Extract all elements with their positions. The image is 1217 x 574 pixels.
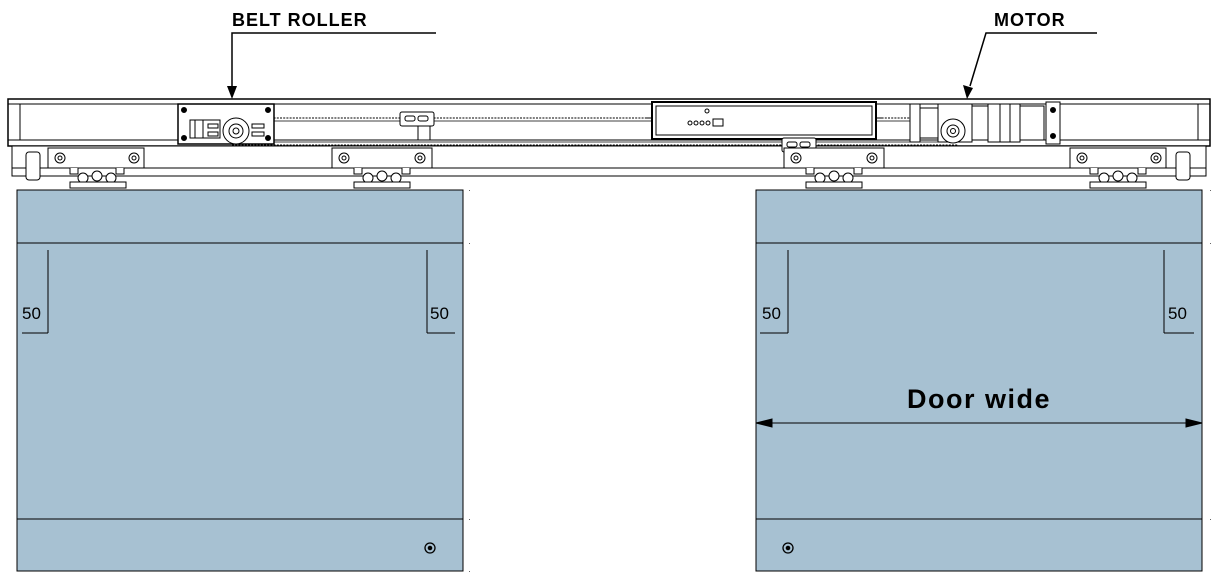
dim-left-panel-right: 50	[430, 304, 449, 323]
control-unit	[646, 101, 882, 140]
belt-roller-label: BELT ROLLER	[232, 10, 368, 30]
door-panel-left	[16, 189, 464, 572]
lock-icon	[782, 542, 794, 554]
motor-label: MOTOR	[994, 10, 1066, 30]
motor-callout: MOTOR	[963, 10, 1097, 99]
belt-clamp-left	[399, 111, 435, 141]
door-wide-label: Door wide	[907, 384, 1051, 414]
door-wide-dimension	[755, 418, 1203, 428]
lock-icon	[424, 542, 436, 554]
belt-roller-callout: BELT ROLLER	[227, 10, 436, 99]
dim-left-panel-left: 50	[22, 304, 41, 323]
hanger-carriage-2	[331, 147, 433, 189]
alignment-marks	[469, 190, 1211, 572]
dim-right-panel-left: 50	[762, 304, 781, 323]
hanger-carriage	[25, 147, 1191, 189]
hanger-carriage-1	[25, 147, 145, 189]
dim-right-panel-right: 50	[1168, 304, 1187, 323]
motor-unit	[909, 101, 1061, 145]
hanger-carriage-4	[1069, 147, 1191, 189]
belt-roller-unit	[177, 103, 275, 145]
hanger-carriage-3	[783, 147, 885, 189]
door-panel-right	[755, 189, 1203, 572]
